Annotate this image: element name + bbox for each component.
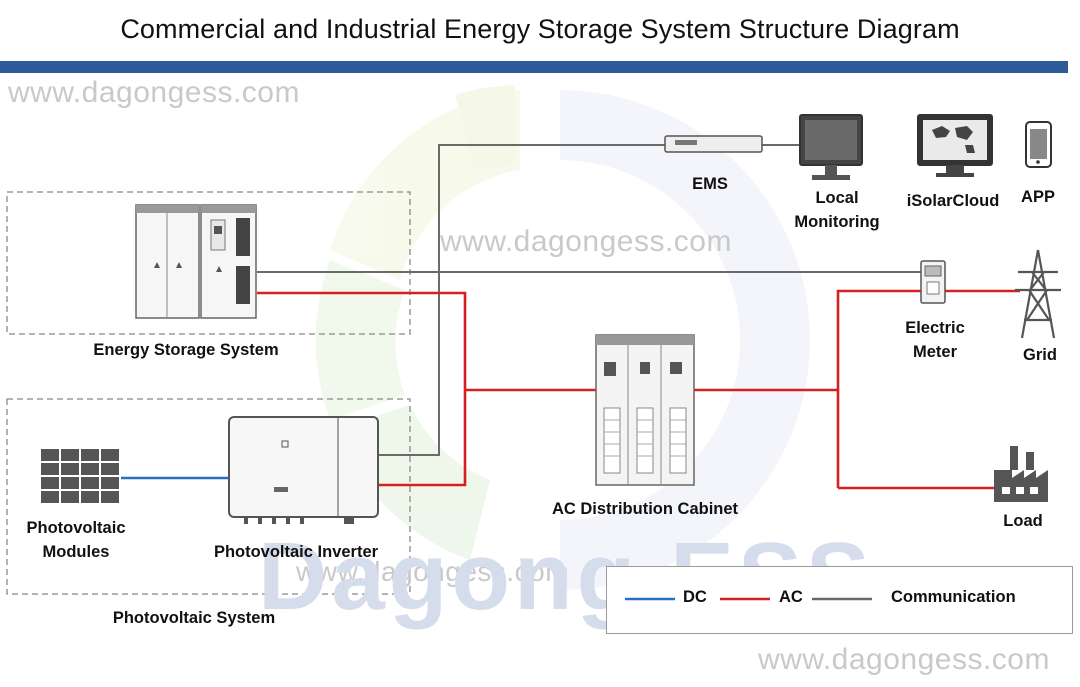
factory-icon (994, 446, 1048, 502)
legend-swatches (625, 597, 872, 601)
watermark-text: www.dagongess.com (440, 225, 732, 258)
label-load: Load (1003, 512, 1043, 530)
pv-inverter-icon (228, 416, 379, 524)
label-pv-system: Photovoltaic System (112, 609, 276, 627)
label-line: Electric (905, 319, 965, 337)
ac-distribution-cabinet-icon (595, 334, 695, 486)
page-title: Commercial and Industrial Energy Storage… (120, 14, 960, 44)
phone-icon (1025, 121, 1052, 168)
isolarcloud-monitor-icon (917, 114, 993, 177)
watermark-text: www.dagongess.com (296, 556, 570, 587)
battery-cabinet-icon (135, 204, 257, 319)
pv-system-group-box (6, 398, 411, 595)
legend-dc-label: DC (683, 588, 707, 606)
label-local-monitoring: Local Monitoring (782, 186, 892, 234)
solar-panel-icon (39, 447, 121, 505)
label-line: Meter (912, 343, 957, 361)
legend-ac-label: AC (779, 588, 803, 606)
legend-comm-label: Communication (891, 588, 1016, 606)
monitor-icon (799, 114, 863, 180)
label-line: Local (815, 189, 859, 207)
label-pv-modules: Photovoltaic Modules (16, 516, 136, 564)
label-line: Monitoring (794, 213, 880, 231)
electric-meter-icon (920, 260, 946, 304)
power-tower-icon (1015, 249, 1061, 339)
label-line: Modules (42, 543, 110, 561)
ems-device-icon (664, 135, 763, 153)
legend: DC AC Communication (606, 566, 1073, 634)
energy-storage-group-box (6, 191, 411, 335)
watermark-text: www.dagongess.com (758, 643, 1050, 676)
label-app: APP (1021, 188, 1055, 206)
watermark-text: www.dagongess.com (8, 76, 300, 109)
label-pv-inverter: Photovoltaic Inverter (213, 543, 379, 561)
label-ems: EMS (692, 175, 728, 193)
label-isolarcloud: iSolarCloud (906, 192, 1000, 210)
title-underline-bar (0, 61, 1068, 73)
label-electric-meter: Electric Meter (890, 316, 980, 364)
ac-lines (257, 289, 1020, 490)
label-energy-storage-system: Energy Storage System (93, 341, 279, 359)
label-line: Photovoltaic (26, 519, 126, 537)
label-grid: Grid (1023, 346, 1057, 364)
label-ac-distribution-cabinet: AC Distribution Cabinet (551, 500, 739, 518)
